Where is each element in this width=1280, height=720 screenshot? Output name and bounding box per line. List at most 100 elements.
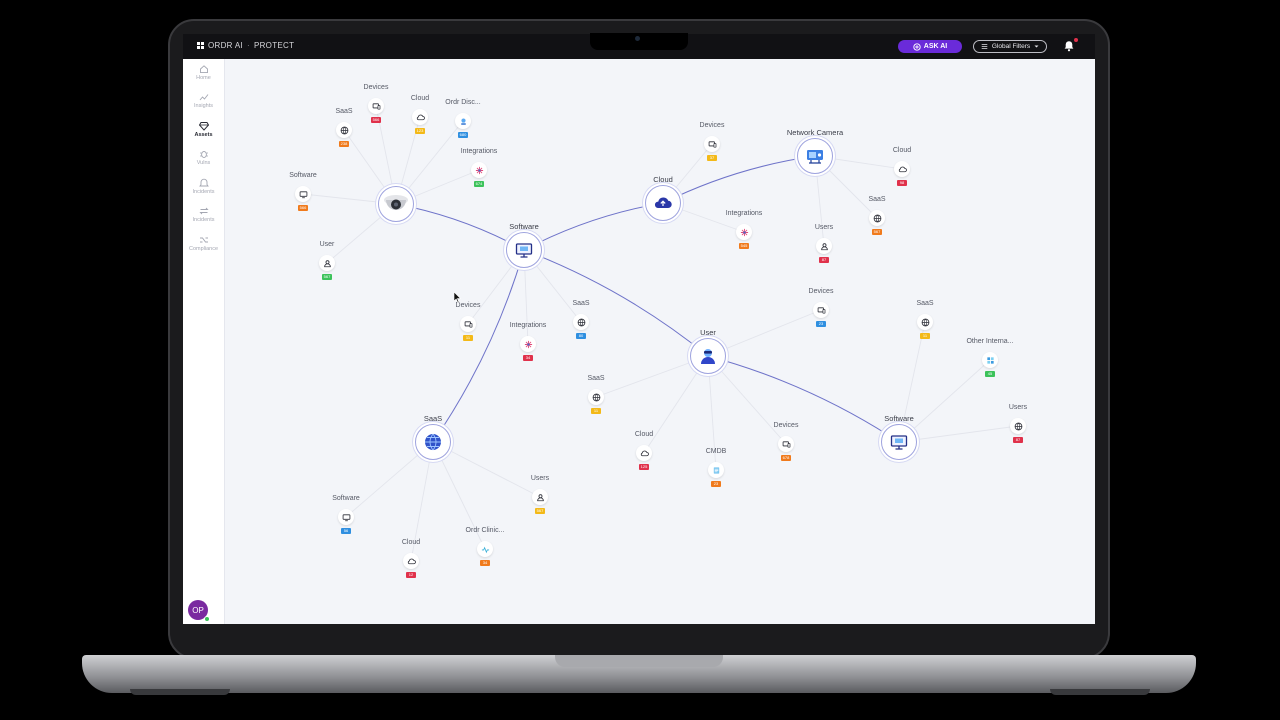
sidebar-item-label: Incidents [192, 217, 215, 223]
leaf-node[interactable] [338, 509, 354, 525]
leaf-node[interactable] [736, 224, 752, 240]
laptop-foot-right [1050, 689, 1150, 695]
sidebar-item-label: Vulns [196, 160, 211, 166]
cloud-icon [416, 114, 425, 120]
leaf-node[interactable] [982, 352, 998, 368]
count-badge: 34 [523, 355, 533, 361]
sidebar-item-insights[interactable]: Insights [183, 92, 224, 109]
leaf-node[interactable] [532, 489, 548, 505]
leaf-node[interactable] [894, 161, 910, 177]
count-badge: 56 [341, 528, 351, 534]
leaf-node[interactable] [455, 113, 471, 129]
leaf-node[interactable] [520, 336, 536, 352]
device-icon [817, 306, 825, 314]
leaf-node[interactable] [708, 462, 724, 478]
leaf-label: Users [814, 224, 834, 231]
leaf-node[interactable] [636, 445, 652, 461]
leaf-node[interactable] [588, 389, 604, 405]
leaf-label: SaaS [916, 300, 934, 307]
sidebar-item-incidents-2[interactable]: Incidents [183, 206, 224, 223]
sidebar-item-label: Insights [194, 103, 213, 109]
hub-node-user[interactable] [690, 338, 726, 374]
globe-icon [340, 126, 348, 134]
count-badge: 567 [322, 274, 332, 280]
count-badge: 567 [872, 229, 882, 235]
sidebar-item-home[interactable]: Home [183, 64, 224, 81]
leaf-node[interactable] [778, 436, 794, 452]
hub-node-software2[interactable] [881, 424, 917, 460]
leaf-node[interactable] [917, 314, 933, 330]
leaf-node[interactable] [1010, 418, 1026, 434]
leaf-node[interactable] [816, 238, 832, 254]
leaf-node[interactable] [460, 316, 476, 332]
sidebar-item-incidents[interactable]: Incidents [183, 178, 224, 195]
count-badge: 45 [985, 371, 995, 377]
sidebar-item-label: Incidents [192, 189, 215, 195]
global-filters-label: Global Filters [991, 43, 1031, 50]
globe-icon [1014, 422, 1022, 430]
count-badge: 678 [781, 455, 791, 461]
count-badge: 125 [639, 464, 649, 470]
count-badge: 23 [816, 321, 826, 327]
count-badge: 11 [463, 335, 473, 341]
hub-label: Software [884, 414, 914, 423]
count-badge: 238 [339, 141, 349, 147]
monitor-small-icon [342, 513, 350, 521]
leaf-node[interactable] [412, 109, 428, 125]
count-badge: 80 [576, 333, 586, 339]
leaf-node[interactable] [368, 98, 384, 114]
hub-label: SaaS [423, 414, 443, 423]
network-camera-icon [804, 145, 826, 167]
leaf-node[interactable] [704, 136, 720, 152]
chevron-down-icon [1034, 45, 1039, 48]
cmdb-icon [713, 466, 719, 474]
count-badge: 37 [707, 155, 717, 161]
hub-node-software[interactable] [506, 232, 542, 268]
hub-node-camera[interactable] [378, 186, 414, 222]
sidebar-item-vulns[interactable]: Vulns [183, 149, 224, 166]
leaf-node[interactable] [869, 210, 885, 226]
leaf-node[interactable] [813, 302, 829, 318]
count-badge: 87 [1013, 437, 1023, 443]
leaf-node[interactable] [336, 122, 352, 138]
ask-ai-button[interactable]: ASK AI [898, 40, 962, 53]
count-badge: 566 [371, 117, 381, 123]
hub-node-netcam[interactable] [797, 138, 833, 174]
sidebar-item-compliance[interactable]: Compliance [183, 235, 224, 252]
leaf-label: Integrations [509, 322, 547, 329]
mouse-cursor-icon [454, 292, 462, 303]
bell-icon[interactable] [1063, 40, 1075, 52]
avatar-initials: OP [192, 605, 204, 615]
leaf-node[interactable] [403, 553, 419, 569]
count-badge: 34 [480, 560, 490, 566]
leaf-node[interactable] [319, 255, 335, 271]
count-badge: 23 [711, 481, 721, 487]
hub-link-edge [523, 249, 709, 357]
global-filters-dropdown[interactable]: Global Filters [973, 40, 1047, 53]
hub-label: Software [509, 222, 539, 231]
device-icon [372, 102, 380, 110]
hub-node-saas[interactable] [415, 424, 451, 460]
hub-node-cloud[interactable] [645, 185, 681, 221]
cloud-icon [407, 558, 416, 564]
leaf-node[interactable] [477, 541, 493, 557]
leaf-spoke-edge [410, 441, 434, 562]
leaf-label: Integrations [460, 148, 498, 155]
leaf-node[interactable] [573, 314, 589, 330]
count-badge: 674 [474, 181, 484, 187]
sidebar-item-assets[interactable]: Assets [183, 121, 224, 138]
leaf-node[interactable] [295, 186, 311, 202]
user-small-icon [323, 259, 331, 267]
brand-logo[interactable]: ORDR AI·PROTECT [197, 41, 294, 50]
user-avatar[interactable]: OP [188, 600, 208, 620]
brand-product: PROTECT [253, 41, 295, 50]
globe-icon [873, 214, 881, 222]
brand-name: ORDR AI [208, 41, 243, 50]
leaf-label: Other Interna... [966, 338, 1014, 345]
hub-link-edge [662, 155, 816, 204]
leaf-node[interactable] [471, 162, 487, 178]
cloud-icon [898, 166, 907, 172]
count-badge: 11 [591, 408, 601, 414]
device-icon [782, 440, 790, 448]
